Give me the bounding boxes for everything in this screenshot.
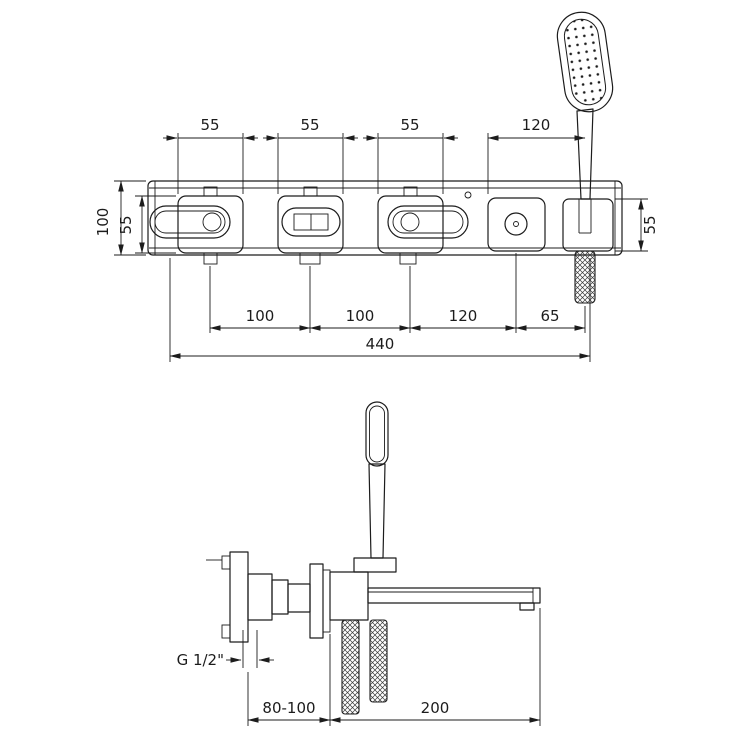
thread-dimension: G 1/2" bbox=[177, 630, 274, 669]
dim-label-bottom-1: 100 bbox=[246, 307, 275, 325]
dim-label-bottom-4: 65 bbox=[540, 307, 559, 325]
back-mounting-plate bbox=[229, 551, 249, 643]
valve1-lever-inner bbox=[154, 210, 226, 234]
spout-bar bbox=[367, 587, 541, 604]
in-wall-body bbox=[206, 551, 331, 643]
shower-hose-left bbox=[341, 619, 360, 715]
shower-hose-right bbox=[369, 619, 388, 703]
spout-aerator bbox=[519, 602, 535, 611]
valve1-pivot bbox=[202, 212, 222, 232]
shower-head-side-inner bbox=[369, 405, 385, 463]
hoses-side bbox=[341, 619, 388, 715]
valve-module-1 bbox=[149, 186, 244, 265]
rail-outer bbox=[147, 180, 623, 256]
valve-step-1 bbox=[271, 579, 289, 615]
side-view: G 1/2" 80-100 200 bbox=[177, 401, 541, 726]
front-view: 55 55 55 120 100 55 bbox=[94, 11, 659, 362]
spout-module bbox=[487, 197, 546, 252]
thread-label: G 1/2" bbox=[177, 651, 224, 669]
shower-head-body bbox=[556, 11, 614, 113]
dim-label-top-1: 55 bbox=[200, 116, 219, 134]
valve1-lever bbox=[149, 205, 231, 239]
holder-bar-side bbox=[353, 557, 397, 573]
holder-bracket bbox=[562, 198, 614, 252]
front-top-dimensions: 55 55 55 120 bbox=[163, 116, 586, 194]
dim-label-left-outer: 100 bbox=[94, 208, 112, 237]
dim-label-wall-depth: 80-100 bbox=[262, 699, 315, 717]
spout-side bbox=[329, 571, 541, 621]
shower-head-spray-face bbox=[563, 18, 607, 106]
side-bottom-dimensions: 80-100 200 bbox=[247, 608, 541, 726]
valve3-pivot bbox=[400, 212, 420, 232]
spout-outlet bbox=[504, 212, 528, 236]
front-right-dimension: 55 bbox=[615, 198, 659, 252]
trim-plate-side bbox=[309, 563, 324, 639]
valve3-plate bbox=[377, 195, 444, 254]
front-bottom-dimensions: 100 100 120 65 bbox=[209, 253, 586, 333]
rail-screw-hole bbox=[464, 191, 472, 199]
back-plate-flange-bottom bbox=[221, 624, 231, 639]
dim-label-total: 440 bbox=[366, 335, 395, 353]
hand-shower-front bbox=[556, 11, 614, 200]
shower-holder-front bbox=[562, 198, 614, 304]
mounting-rail bbox=[147, 180, 623, 256]
back-plate-flange-top bbox=[221, 555, 231, 570]
valve2-plate bbox=[277, 195, 344, 254]
valve-module-3 bbox=[377, 186, 469, 265]
valve-body-side bbox=[247, 573, 273, 621]
front-left-dimensions: 100 55 bbox=[94, 180, 176, 256]
dim-label-top-4: 120 bbox=[522, 116, 551, 134]
dim-label-top-3: 55 bbox=[400, 116, 419, 134]
shower-hose-front bbox=[574, 250, 596, 304]
hand-shower-side bbox=[353, 401, 397, 573]
shower-head-side bbox=[365, 401, 389, 467]
mixer-block-side bbox=[329, 571, 369, 621]
valve-step-2 bbox=[287, 583, 311, 613]
shower-stem-side bbox=[368, 463, 386, 559]
spout-outlet-center bbox=[513, 221, 519, 227]
valve1-plate bbox=[177, 195, 244, 254]
spout-plate bbox=[487, 197, 546, 252]
dim-label-bottom-3: 120 bbox=[449, 307, 478, 325]
dim-label-left-inner: 55 bbox=[117, 215, 135, 234]
trim-plate-inner bbox=[322, 569, 331, 633]
valve2-knob bbox=[281, 207, 341, 237]
shower-handle-stem bbox=[576, 108, 594, 200]
valve3-lever-inner bbox=[392, 210, 464, 234]
valve-module-2 bbox=[277, 186, 344, 265]
dim-label-bottom-2: 100 bbox=[346, 307, 375, 325]
dim-label-top-2: 55 bbox=[300, 116, 319, 134]
valve3-lever bbox=[387, 205, 469, 239]
dim-label-spout-reach: 200 bbox=[421, 699, 450, 717]
front-total-dimension: 440 bbox=[169, 258, 591, 362]
dim-label-right: 55 bbox=[641, 215, 659, 234]
